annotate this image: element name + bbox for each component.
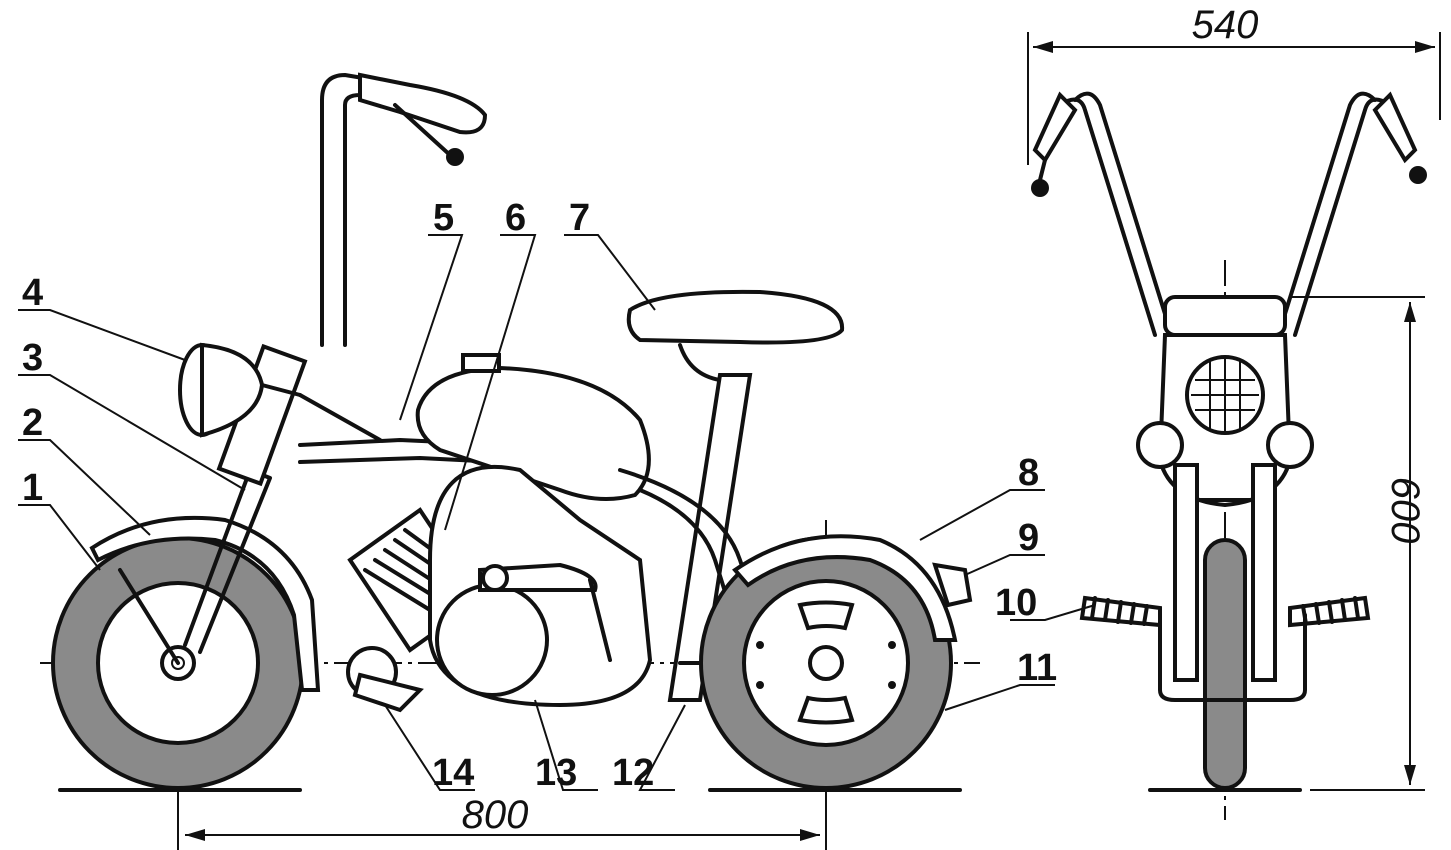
rear-wheel [699,536,953,790]
callout-11: 11 [1017,647,1057,689]
left-tank-bulge [1136,421,1184,469]
front-view-headlight [1185,355,1265,435]
callout-3: 3 [22,337,43,379]
seat-post [667,373,753,702]
front-view-handlebar [1058,91,1392,337]
callout-5: 5 [433,197,454,239]
side-view [40,72,980,800]
front-view-seat [1163,295,1287,337]
rear-fender [732,534,958,642]
callout-2: 2 [22,402,43,444]
right-lever-knob [1409,166,1427,184]
tail-light [932,562,973,608]
left-lever-knob [1031,179,1049,197]
left-grip [1032,91,1078,164]
front-fender [89,516,321,692]
callout-1: 1 [22,467,43,509]
fuel-tank [415,353,651,501]
right-grip [1372,91,1418,164]
kick-start [346,646,424,713]
dimension-wheelbase: 800 [462,793,529,837]
front-view-lower-frame [1158,613,1307,702]
dimension-handlebar-width: 540 [1192,3,1259,47]
callout-12: 12 [612,752,654,794]
dimension-lines [177,32,1441,850]
callout-4: 4 [22,272,43,314]
callout-leaders [18,234,1096,791]
engine [347,464,653,708]
handlebar-grip [358,72,488,135]
callout-13: 13 [535,752,577,794]
handlebar-stem [320,73,377,347]
right-tank-bulge [1266,421,1314,469]
callout-6: 6 [505,197,526,239]
front-view-tire [1203,538,1247,790]
callout-7: 7 [569,197,590,239]
callout-10: 10 [995,582,1037,624]
front-brace [118,568,180,665]
dimension-height: 600 [1383,477,1427,544]
headlight [178,342,302,438]
left-fork [1173,463,1199,682]
front-view [1031,91,1427,820]
callout-8: 8 [1018,452,1039,494]
rear-frame-arc [618,468,772,657]
brake-lever-knob [446,148,464,166]
callout-14: 14 [432,752,474,794]
right-fork [1251,463,1277,682]
callout-9: 9 [1018,517,1039,559]
callout-labels: 1 2 3 4 5 6 7 8 9 10 11 12 13 14 [22,197,1057,794]
